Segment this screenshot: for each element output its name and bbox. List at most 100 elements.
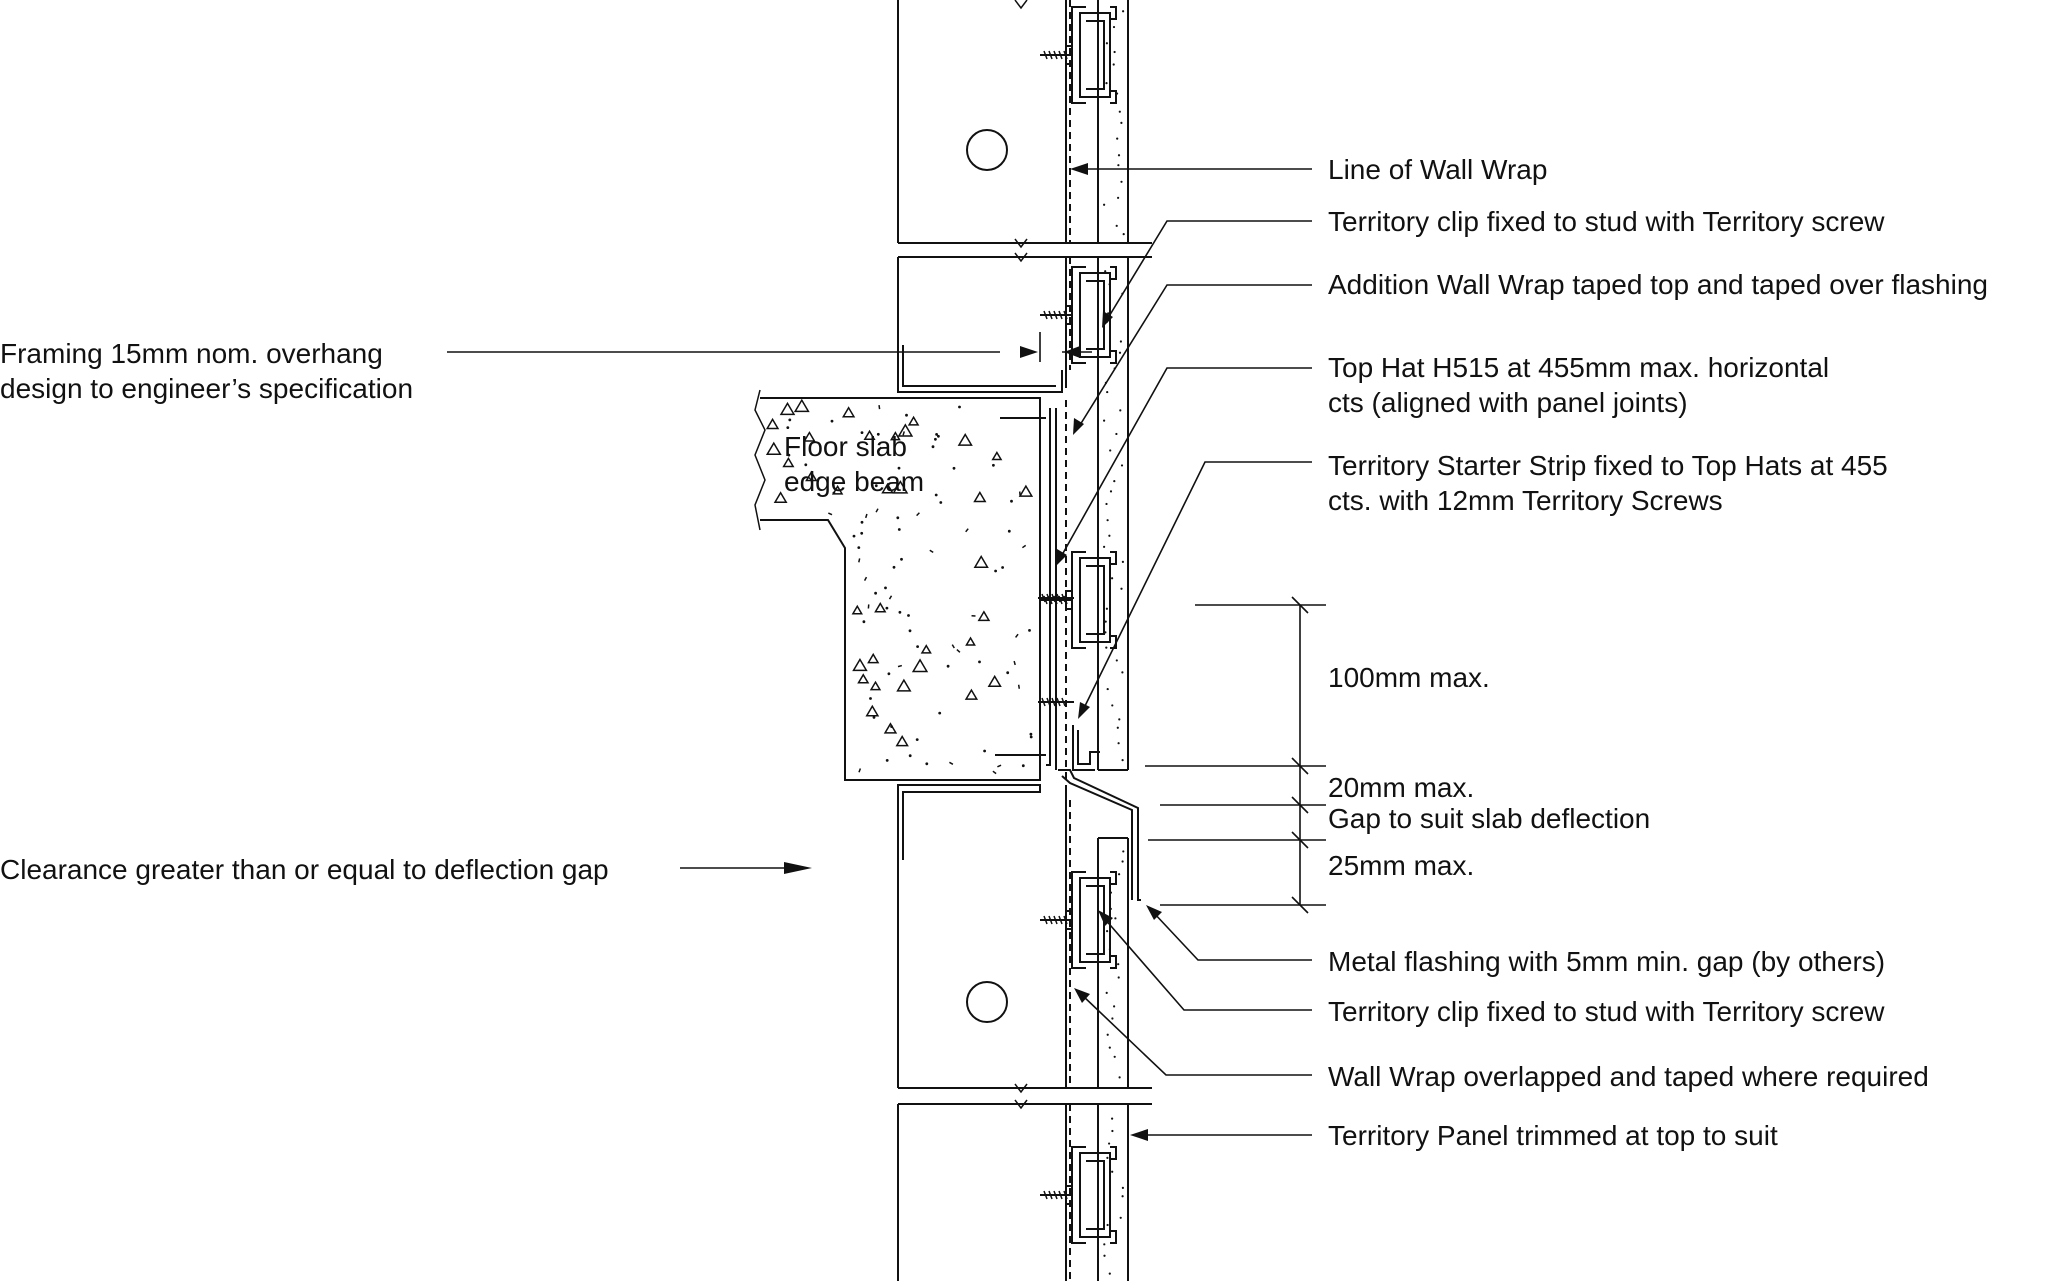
aggregate-dot: [874, 484, 878, 488]
aggregate-fleck: [956, 649, 961, 653]
aggregate-dot: [832, 491, 836, 495]
aggregate-fleck: [1017, 684, 1021, 689]
aggregate-dot: [958, 405, 961, 409]
territory-clips: [1038, 6, 1117, 1244]
wall-wrap: [1065, 0, 1071, 1281]
label-clip-bottom: Territory clip fixed to stud with Territ…: [1328, 996, 1885, 1027]
panel-texture-dot: [1115, 659, 1118, 662]
label-line-of-wall-wrap: Line of Wall Wrap: [1328, 154, 1548, 185]
panel-texture-dot: [1109, 490, 1113, 493]
aggregate-fleck: [863, 576, 868, 581]
aggregate-fleck: [902, 431, 905, 436]
aggregate-stone: [831, 484, 844, 495]
slab-fixings: [995, 417, 1046, 756]
aggregate-fleck: [878, 405, 881, 410]
aggregate-fleck: [897, 664, 903, 668]
aggregate-fleck: [916, 512, 920, 517]
aggregate-dot: [788, 418, 792, 422]
label-metal-flashing: Metal flashing with 5mm min. gap (by oth…: [1328, 946, 1886, 977]
aggregate-fleck: [1013, 660, 1016, 666]
aggregate-dot: [937, 434, 940, 438]
label-dim-20mm: 20mm max.: [1328, 772, 1475, 803]
aggregate-stone: [803, 431, 816, 442]
aggregate-dot: [907, 614, 910, 617]
panel-texture-dot: [1105, 42, 1108, 45]
label-starter-line-2: cts. with 12mm Territory Screws: [1328, 485, 1723, 516]
aggregate-stone: [889, 431, 901, 441]
label-addition-wall-wrap: Addition Wall Wrap taped top and taped o…: [1328, 269, 1988, 300]
label-framing-overhang: Framing 15mm nom. overhang design to eng…: [0, 336, 413, 406]
aggregate-stone: [920, 644, 932, 654]
panel-texture-dot: [1121, 1186, 1124, 1189]
aggregate-dot: [876, 432, 880, 436]
aggregate-dot: [860, 520, 864, 524]
panel-texture-dot: [1119, 409, 1122, 412]
label-top-hat-line-2: cts (aligned with panel joints): [1328, 387, 1688, 418]
aggregate-stone: [911, 658, 929, 673]
aggregate-dot: [983, 749, 986, 753]
aggregate-dot: [804, 463, 808, 467]
panel-texture-dot: [1118, 718, 1121, 721]
panel-texture-dot: [1120, 180, 1123, 183]
panel-texture-dot: [1121, 860, 1124, 863]
aggregate-stone: [991, 450, 1003, 461]
aggregate-fleck: [828, 512, 833, 516]
panel-texture-dot: [1103, 203, 1106, 206]
aggregate-dot: [857, 546, 861, 549]
panel-texture-dot: [1119, 340, 1122, 343]
panel-texture-dot: [1106, 1033, 1109, 1036]
aggregate-dot: [992, 463, 995, 467]
aggregate-dot: [852, 534, 856, 538]
aggregate-dot: [887, 672, 891, 676]
aggregate-stone: [852, 657, 868, 672]
aggregate-stone: [964, 688, 979, 700]
aggregate-stone: [977, 610, 991, 622]
aggregate-stone: [841, 406, 856, 418]
panel-texture-dot: [1106, 519, 1109, 522]
aggregate-dot: [939, 501, 943, 504]
panel-texture: [1103, 10, 1125, 1275]
panel-texture-dot: [1122, 10, 1125, 13]
label-floor-slab-line-2: edge beam: [784, 466, 925, 497]
aggregate-stone: [863, 429, 876, 440]
aggregate-dot: [915, 738, 919, 741]
panel-texture-dot: [1103, 1254, 1106, 1257]
starter-strip: [1072, 725, 1100, 771]
panel-texture-dot: [1121, 560, 1124, 563]
aggregate-stone: [869, 680, 882, 691]
label-top-hat: Top Hat H515 at 455mm max. horizontal ct…: [1328, 350, 1829, 420]
cladding-panel-upper: [1097, 0, 1129, 771]
aggregate-stone: [773, 491, 788, 503]
aggregate-stone: [805, 470, 818, 482]
label-floor-slab-line-1: Floor slab: [784, 431, 907, 462]
panel-texture-dot: [1113, 50, 1116, 54]
panel-texture-dot: [1103, 419, 1106, 422]
aggregate-fleck: [951, 644, 955, 649]
aggregate-dot: [934, 437, 937, 441]
starter-screw: [1038, 593, 1074, 603]
panel-texture-dot: [1103, 545, 1106, 548]
panel-texture-dot: [1116, 137, 1119, 140]
panel-texture-dot: [1105, 991, 1108, 994]
panel-texture-dot: [1113, 1055, 1116, 1058]
panel-texture-dot: [1111, 704, 1114, 707]
aggregate-dot: [931, 445, 935, 449]
leader-lines: [447, 163, 1312, 1141]
aggregate-dot: [862, 620, 866, 624]
aggregate-dot: [938, 711, 942, 715]
aggregate-fleck: [997, 764, 1002, 768]
territory-clip: [1040, 551, 1117, 649]
aggregate-dot: [1029, 735, 1033, 739]
label-starter-line-1: Territory Starter Strip fixed to Top Hat…: [1328, 450, 1888, 481]
starter-screw: [1038, 697, 1074, 707]
aggregate-dot: [787, 453, 791, 457]
panel-texture-dot: [1118, 873, 1121, 876]
panel-texture-dot: [1115, 224, 1118, 227]
aggregate-fleck: [864, 513, 868, 519]
aggregate-stone: [973, 555, 989, 568]
aggregate-dot: [786, 426, 790, 429]
panel-texture-dot: [1111, 1017, 1114, 1020]
aggregate-stone: [907, 415, 920, 426]
territory-screw: [1040, 1185, 1073, 1205]
